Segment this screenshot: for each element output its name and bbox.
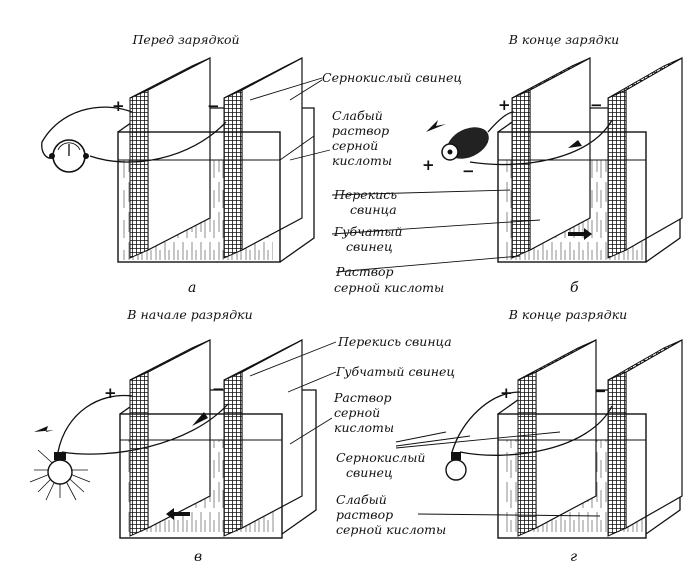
panel-g-minus: − [594, 382, 607, 400]
lamp-icon [29, 449, 91, 501]
bottom-labels: Перекись свинца Губчатый свинец Раствор … [249, 334, 601, 537]
label-lead-peroxide-2: свинца [350, 202, 397, 217]
label-weak-acid-3: серной [332, 138, 378, 153]
label-weak-acid-3b: серной кислоты [336, 522, 446, 537]
label-weak-acid-2: раствор [332, 123, 389, 138]
panel-v-letter: в [194, 549, 202, 565]
panel-b-battery: + − + − б [422, 56, 683, 296]
label-spongy-lead-2: свинец [346, 239, 393, 254]
label-lead-sulfate: Сернокислый свинец [322, 70, 462, 85]
panel-b-minus: − [590, 96, 603, 114]
label-weak-acid-1: Слабый [332, 108, 383, 123]
panel-g-battery: + − г [445, 338, 683, 565]
panel-b-plus: + [498, 96, 511, 114]
top-labels: Сернокислый свинец Слабый раствор серной… [249, 70, 541, 295]
panel-b-letter: б [570, 280, 579, 296]
label-acid-solution-3b: кислоты [334, 420, 394, 435]
panel-b-title: В конце зарядки [508, 32, 619, 47]
generator-icon [441, 127, 489, 161]
panel-g-title: В конце разрядки [508, 307, 627, 322]
panel-a-title: Перед зарядкой [131, 32, 239, 47]
panel-v-title: В начале разрядки [126, 307, 252, 322]
panel-b-gen-minus: − [462, 162, 475, 180]
label-acid-solution-1: Раствор [335, 264, 394, 279]
label-acid-solution-1b: Раствор [333, 390, 392, 405]
panel-a-battery: + − а [41, 57, 315, 296]
label-lead-peroxide: Перекись свинца [337, 334, 452, 349]
panel-a-minus: − [207, 97, 220, 115]
panel-g-letter: г [570, 549, 577, 565]
label-weak-acid-1b: Слабый [336, 492, 387, 507]
panel-v-minus: − [212, 380, 225, 398]
panel-b-gen-plus: + [422, 156, 435, 174]
panel-v-battery: + − в [29, 339, 317, 565]
panel-v-plus: + [104, 384, 117, 402]
panel-a-letter: а [188, 280, 196, 296]
label-acid-solution-2b: серной [334, 405, 380, 420]
lamp-icon [445, 452, 467, 481]
label-weak-acid-2b: раствор [336, 507, 393, 522]
label-lead-sulfate-1b: Сернокислый [336, 450, 425, 465]
label-weak-acid-4: кислоты [332, 153, 392, 168]
label-acid-solution-2: серной кислоты [334, 280, 444, 295]
label-spongy-lead: Губчатый свинец [335, 364, 455, 379]
panel-g-plus: + [500, 384, 513, 402]
panel-a-plus: + [112, 97, 125, 115]
label-lead-sulfate-2b: свинец [346, 465, 393, 480]
